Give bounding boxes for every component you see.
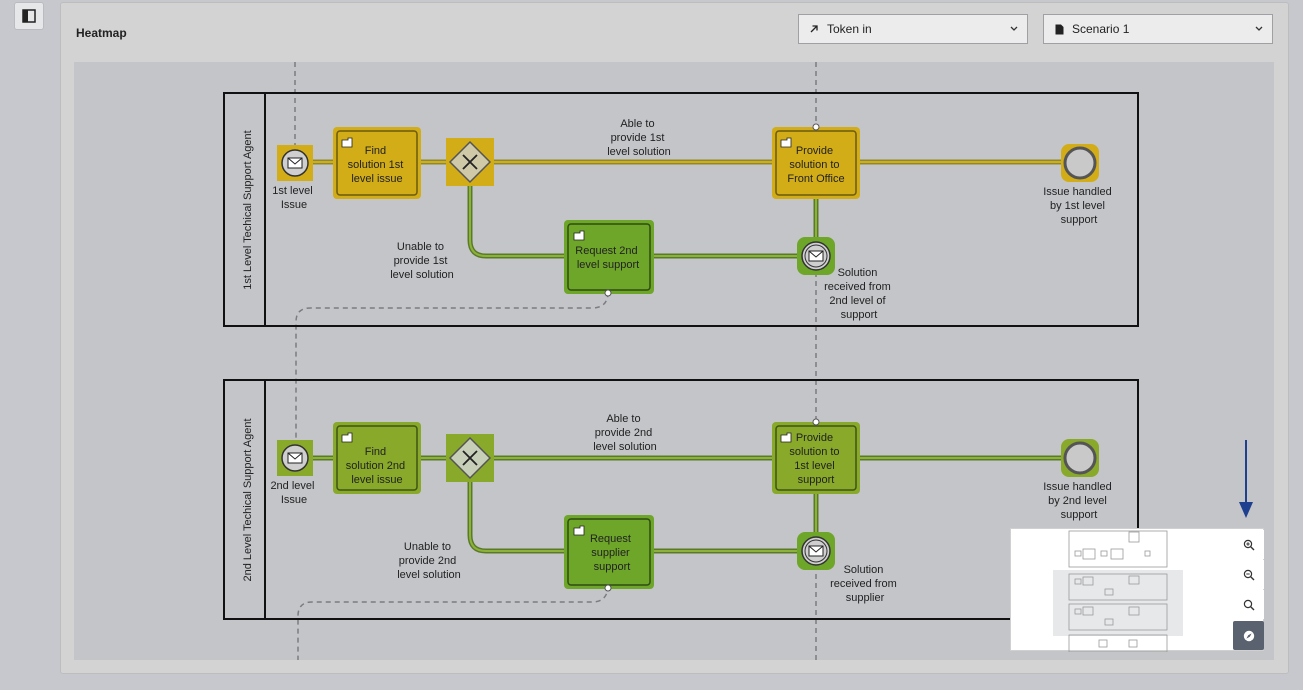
task-provide-solution-1st-level[interactable]: Provide solution to 1st level support	[772, 418, 860, 494]
scenario-dropdown[interactable]: Scenario 1	[1043, 14, 1273, 44]
sidebar-toggle-button[interactable]	[14, 2, 44, 30]
catch-event-lane-2-label: Solution received from supplier	[830, 564, 900, 604]
flow-unable-label-lane-2: Unable to provide 2nd level solution	[397, 541, 461, 581]
pool-lane-2: 2nd Level Techical Support Agent	[223, 379, 1139, 620]
metric-dropdown-value: Token in	[827, 22, 872, 36]
zoom-in-icon	[1243, 539, 1254, 550]
sidebar-panel-icon	[22, 9, 36, 23]
end-event-lane-1-label: Issue handled by 1st level support	[1043, 186, 1115, 226]
exclusive-gateway-x-icon	[462, 154, 478, 170]
chevron-down-icon	[1009, 26, 1019, 32]
pool-lane-1: 1st Level Techical Support Agent	[223, 92, 1139, 327]
compass-icon	[1243, 630, 1254, 641]
manual-task-icon	[780, 432, 792, 443]
svg-text:Provide solution to: Provide solution to Front Office	[787, 145, 844, 185]
zoom-in-button[interactable]	[1233, 530, 1264, 559]
zoom-reset-icon	[1243, 599, 1254, 610]
task-find-solution-1st[interactable]: Find solution 1st level issue	[333, 127, 421, 199]
end-event-lane-2[interactable]	[1061, 439, 1099, 477]
manual-task-icon	[780, 137, 792, 148]
manual-task-icon	[573, 525, 585, 536]
lane-1-name: 1st Level Techical Support Agent	[242, 130, 254, 289]
task-request-supplier-support[interactable]: Request supplier support	[564, 515, 654, 592]
sequence-flows-lane-2	[307, 455, 1067, 554]
metric-dropdown[interactable]: Token in	[798, 14, 1028, 44]
sequence-flows-lane-1	[307, 159, 1067, 259]
document-icon	[1052, 24, 1066, 35]
svg-text:Find solution 2nd: Find solution 2nd level issue	[346, 446, 408, 486]
end-event-lane-1[interactable]	[1061, 144, 1099, 182]
start-event-lane-2-label: 2nd level Issue	[270, 480, 317, 506]
minimap-viewport[interactable]	[1053, 570, 1183, 636]
svg-text:Find solution 1st: Find solution 1st level issue	[348, 145, 407, 185]
gateway-lane-2[interactable]	[446, 434, 494, 482]
scenario-dropdown-value: Scenario 1	[1072, 22, 1130, 36]
manual-task-icon	[341, 137, 353, 148]
catch-event-lane-2[interactable]	[797, 532, 835, 570]
manual-task-icon	[341, 432, 353, 443]
catch-event-lane-1-label: Solution received from 2nd level of supp…	[824, 267, 894, 321]
zoom-reset-button[interactable]	[1233, 590, 1264, 619]
svg-text:Request supplier s: Request supplier support	[590, 533, 634, 573]
svg-text:Request 2nd level suppor: Request 2nd level support	[575, 245, 640, 271]
minimap[interactable]	[1010, 528, 1264, 653]
manual-task-icon	[573, 230, 585, 241]
svg-text:Provide solution to: Provide solution to 1st level support	[789, 432, 842, 486]
gateway-lane-1[interactable]	[446, 138, 494, 186]
annotation-arrow-icon	[1237, 440, 1255, 527]
zoom-out-icon	[1243, 569, 1254, 580]
message-flows	[294, 62, 817, 660]
envelope-icon	[808, 545, 824, 557]
task-find-solution-2nd[interactable]: Find solution 2nd level issue	[333, 422, 421, 494]
start-event-lane-1[interactable]	[277, 145, 313, 181]
lane-2-name: 2nd Level Techical Support Agent	[242, 418, 254, 581]
exclusive-gateway-x-icon	[462, 450, 478, 466]
end-event-lane-2-label: Issue handled by 2nd level support	[1043, 481, 1115, 521]
task-request-2nd-level-support[interactable]: Request 2nd level support	[564, 220, 654, 297]
navigate-button[interactable]	[1233, 621, 1264, 650]
flow-unable-label-lane-1: Unable to provide 1st level solution	[390, 241, 454, 281]
arrow-up-right-icon	[807, 24, 821, 34]
panel-title: Heatmap	[76, 26, 127, 40]
envelope-icon	[287, 157, 303, 169]
flow-able-label-lane-2: Able to provide 2nd level solution	[593, 413, 657, 453]
envelope-icon	[808, 250, 824, 262]
catch-event-lane-1[interactable]	[797, 237, 835, 275]
chevron-down-icon	[1254, 26, 1264, 32]
envelope-icon	[287, 452, 303, 464]
start-event-lane-1-label: 1st level Issue	[272, 185, 315, 211]
zoom-out-button[interactable]	[1233, 560, 1264, 589]
start-event-lane-2[interactable]	[277, 440, 313, 476]
flow-able-label-lane-1: Able to provide 1st level solution	[607, 118, 671, 158]
task-provide-solution-front-office[interactable]: Provide solution to Front Office	[772, 123, 860, 199]
